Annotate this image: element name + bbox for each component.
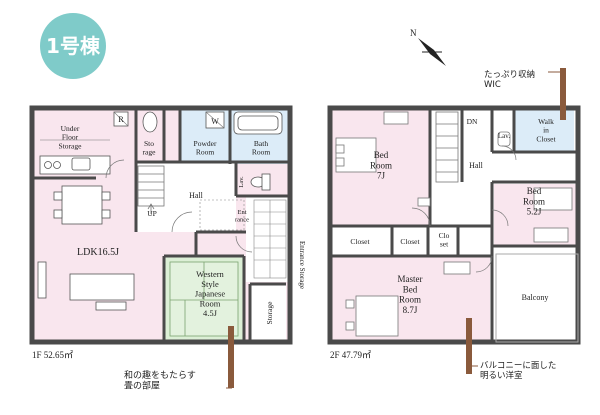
compass-icon: N [410,28,446,66]
floor1-note: 和の趣をもたらす畳の部屋 [124,369,196,391]
floor1-title: 1F 52.65㎡ [32,350,73,360]
room-closet-1: Closet [350,237,370,246]
room-lav-2f: Lav. [498,132,510,140]
floor2-title: 2F 47.79㎡ [330,350,371,360]
floor2-note-balcony: バルコニーに面した明るい洋室 [480,361,556,381]
badge-label: 1号棟 [46,34,101,58]
room-balcony: Balcony [522,293,549,302]
room-closet-2: Closet [400,237,420,246]
room-storage-side: Storage [265,301,274,325]
compass-label: N [410,28,417,38]
marker-washer: W [211,117,219,126]
room-hall-1f: Hall [189,191,204,200]
stairs-up: UP [147,209,157,218]
room-lav-1f: Lav. [238,176,245,188]
room-entrance-storage: Entrance Storage [298,241,306,289]
stairs-down: DN [467,117,478,126]
building-badge: 1号棟 [40,13,106,79]
room-hall-2f: Hall [469,161,484,170]
marker-refrigerator: R [118,115,124,124]
room-ldk: LDK16.5J [77,247,119,258]
